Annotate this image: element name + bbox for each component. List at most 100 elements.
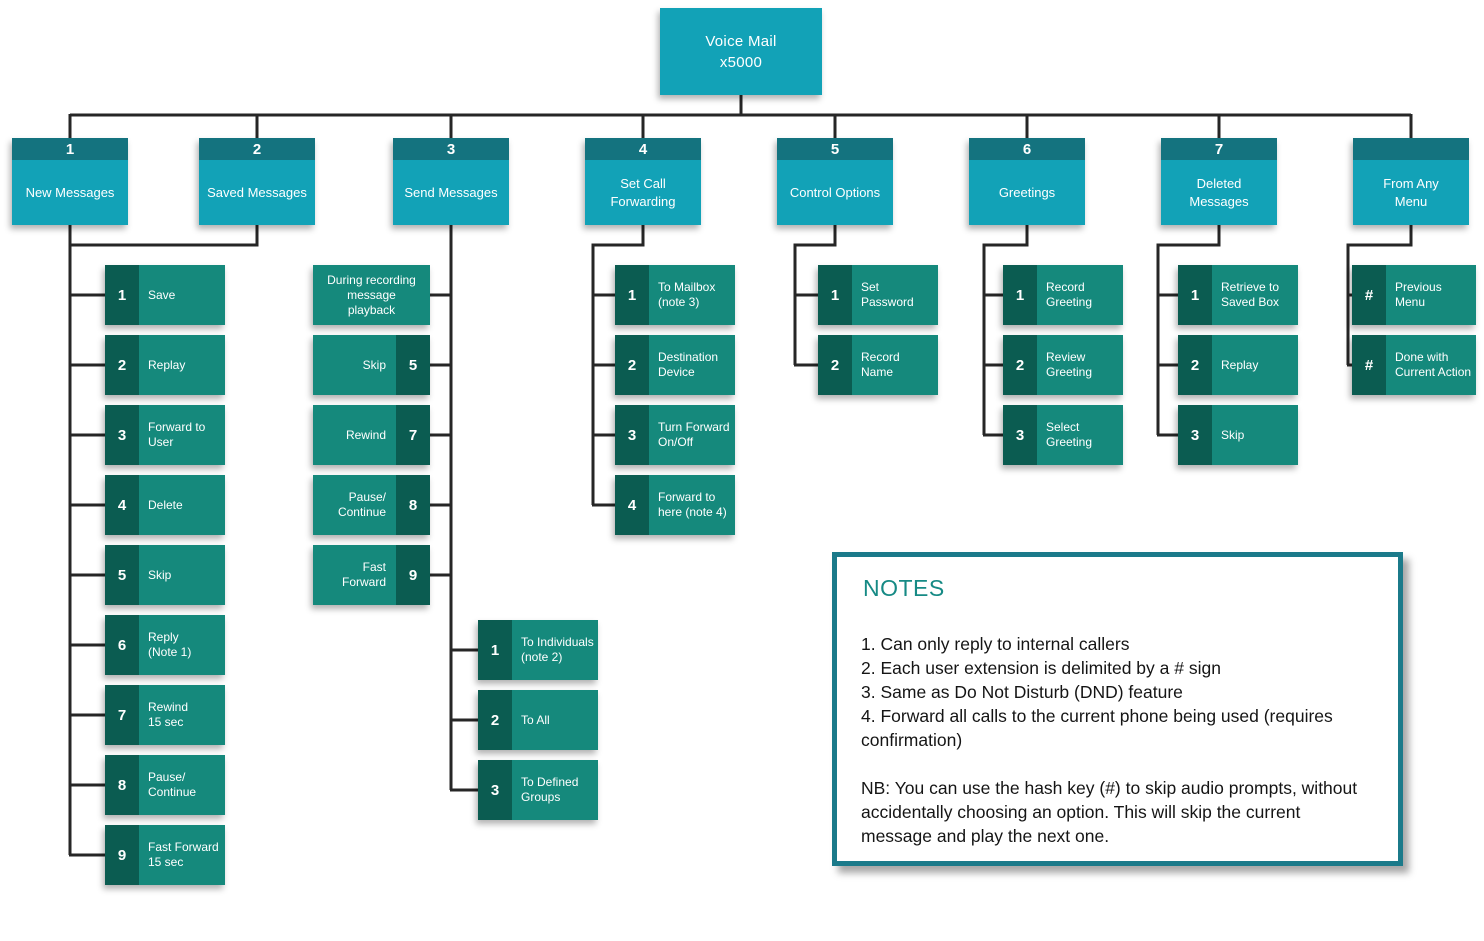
item-key: 3 bbox=[1178, 405, 1212, 465]
item-previous-menu: # Previous Menu bbox=[1352, 265, 1476, 325]
item-deleted-skip: 3 Skip bbox=[1178, 405, 1298, 465]
item-key: 7 bbox=[396, 405, 430, 465]
item-review-greeting: 2 Review Greeting bbox=[1003, 335, 1123, 395]
item-delete: 4 Delete bbox=[105, 475, 225, 535]
item-label: Pause/ Continue bbox=[313, 475, 396, 535]
item-key: 8 bbox=[396, 475, 430, 535]
menu-label: From Any Menu bbox=[1353, 160, 1469, 225]
item-reply: 6 Reply (Note 1) bbox=[105, 615, 225, 675]
menu-key: 3 bbox=[393, 138, 509, 160]
item-key: 1 bbox=[1003, 265, 1037, 325]
item-label: Skip bbox=[1212, 405, 1298, 465]
item-label: Skip bbox=[313, 335, 396, 395]
item-label: Fast Forward 15 sec bbox=[139, 825, 225, 885]
item-label: Skip bbox=[139, 545, 225, 605]
item-label: Fast Forward bbox=[313, 545, 396, 605]
item-key: 2 bbox=[615, 335, 649, 395]
menu-4-set-call-forwarding: 4 Set Call Forwarding bbox=[585, 138, 701, 225]
item-label: Reply (Note 1) bbox=[139, 615, 225, 675]
note-1: 1. Can only reply to internal callers bbox=[861, 634, 1130, 654]
menu-label: Deleted Messages bbox=[1161, 160, 1277, 225]
item-select-greeting: 3 Select Greeting bbox=[1003, 405, 1123, 465]
item-save: 1 Save bbox=[105, 265, 225, 325]
item-label: Replay bbox=[1212, 335, 1298, 395]
item-playback-skip: 5 Skip bbox=[313, 335, 430, 395]
menu-label: Greetings bbox=[969, 160, 1085, 225]
item-key: 1 bbox=[1178, 265, 1212, 325]
menu-3-send-messages: 3 Send Messages bbox=[393, 138, 509, 225]
item-to-all: 2 To All bbox=[478, 690, 598, 750]
item-record-name: 2 Record Name bbox=[818, 335, 938, 395]
item-replay: 2 Replay bbox=[105, 335, 225, 395]
menu-key: 1 bbox=[12, 138, 128, 160]
menu-2-saved-messages: 2 Saved Messages bbox=[199, 138, 315, 225]
item-key: 1 bbox=[818, 265, 852, 325]
item-label: Record Name bbox=[852, 335, 938, 395]
notes-panel: NOTES 1. Can only reply to internal call… bbox=[832, 552, 1403, 866]
item-rewind-15-sec: 7 Rewind 15 sec bbox=[105, 685, 225, 745]
item-forward-to-user: 3 Forward to User bbox=[105, 405, 225, 465]
menu-6-greetings: 6 Greetings bbox=[969, 138, 1085, 225]
item-playback-fast-forward: 9 Fast Forward bbox=[313, 545, 430, 605]
item-forward-to-here: 4 Forward to here (note 4) bbox=[615, 475, 735, 535]
menu-key: 4 bbox=[585, 138, 701, 160]
item-key: 3 bbox=[105, 405, 139, 465]
item-key: 3 bbox=[478, 760, 512, 820]
item-label: Save bbox=[139, 265, 225, 325]
item-done-with-current-action: # Done with Current Action bbox=[1352, 335, 1476, 395]
item-playback-rewind: 7 Rewind bbox=[313, 405, 430, 465]
item-key: 3 bbox=[615, 405, 649, 465]
item-key: 3 bbox=[1003, 405, 1037, 465]
item-label: Previous Menu bbox=[1386, 265, 1476, 325]
item-label: During recording message playback bbox=[313, 265, 430, 325]
item-deleted-replay: 2 Replay bbox=[1178, 335, 1298, 395]
item-to-defined-groups: 3 To Defined Groups bbox=[478, 760, 598, 820]
menu-label: Send Messages bbox=[393, 160, 509, 225]
item-label: Retrieve to Saved Box bbox=[1212, 265, 1298, 325]
item-label: Rewind 15 sec bbox=[139, 685, 225, 745]
note-nb: NB: You can use the hash key (#) to skip… bbox=[861, 778, 1358, 846]
item-label: Turn Forward On/Off bbox=[649, 405, 735, 465]
item-set-password: 1 Set Password bbox=[818, 265, 938, 325]
item-key: # bbox=[1352, 265, 1386, 325]
item-to-mailbox: 1 To Mailbox (note 3) bbox=[615, 265, 735, 325]
item-key: 2 bbox=[105, 335, 139, 395]
item-key: 8 bbox=[105, 755, 139, 815]
menu-key: 6 bbox=[969, 138, 1085, 160]
item-key: 4 bbox=[615, 475, 649, 535]
item-label: Rewind bbox=[313, 405, 396, 465]
item-label: To All bbox=[512, 690, 598, 750]
item-key: 2 bbox=[1178, 335, 1212, 395]
node-voice-mail-root: Voice Mail x5000 bbox=[660, 8, 822, 95]
item-key: 1 bbox=[105, 265, 139, 325]
menu-label: New Messages bbox=[12, 160, 128, 225]
item-retrieve-to-saved-box: 1 Retrieve to Saved Box bbox=[1178, 265, 1298, 325]
item-key: 2 bbox=[818, 335, 852, 395]
item-key: # bbox=[1352, 335, 1386, 395]
item-destination-device: 2 Destination Device bbox=[615, 335, 735, 395]
item-label: Select Greeting bbox=[1037, 405, 1123, 465]
item-playback-pause-continue: 8 Pause/ Continue bbox=[313, 475, 430, 535]
item-key: 1 bbox=[478, 620, 512, 680]
menu-key: 7 bbox=[1161, 138, 1277, 160]
menu-label: Control Options bbox=[777, 160, 893, 225]
menu-key: 5 bbox=[777, 138, 893, 160]
item-key: 1 bbox=[615, 265, 649, 325]
note-4: 4. Forward all calls to the current phon… bbox=[861, 706, 1333, 750]
item-pause-continue: 8 Pause/ Continue bbox=[105, 755, 225, 815]
playback-header: During recording message playback bbox=[313, 265, 430, 325]
menu-key: 2 bbox=[199, 138, 315, 160]
item-label: Forward to User bbox=[139, 405, 225, 465]
item-label: To Mailbox (note 3) bbox=[649, 265, 735, 325]
menu-1-new-messages: 1 New Messages bbox=[12, 138, 128, 225]
menu-key bbox=[1353, 138, 1469, 160]
item-label: To Individuals (note 2) bbox=[512, 620, 598, 680]
item-label: Pause/ Continue bbox=[139, 755, 225, 815]
menu-5-control-options: 5 Control Options bbox=[777, 138, 893, 225]
item-key: 6 bbox=[105, 615, 139, 675]
item-key: 5 bbox=[105, 545, 139, 605]
item-key: 2 bbox=[478, 690, 512, 750]
note-3: 3. Same as Do Not Disturb (DND) feature bbox=[861, 682, 1183, 702]
item-label: Destination Device bbox=[649, 335, 735, 395]
menu-7-deleted-messages: 7 Deleted Messages bbox=[1161, 138, 1277, 225]
